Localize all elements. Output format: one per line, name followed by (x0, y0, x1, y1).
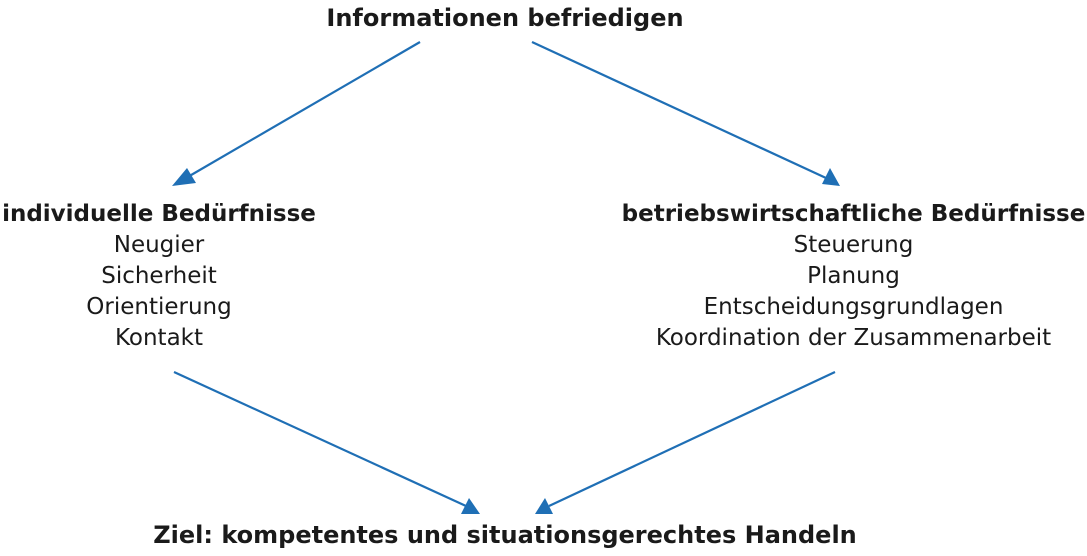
bottom-node-label: Ziel: kompetentes und situationsgerechte… (153, 521, 857, 549)
right-node-item: Planung (807, 263, 900, 289)
arrow-top-to-right (531, 41, 840, 186)
right-node-item: Entscheidungsgrundlagen (703, 294, 1004, 320)
right-node-item: Steuerung (793, 232, 914, 258)
top-node-label: Informationen befriedigen (326, 4, 684, 32)
left-node-item: Sicherheit (101, 263, 217, 289)
arrow-top-to-left (172, 41, 421, 186)
left-node: individuelle Bedürfnisse Neugier Sicherh… (0, 199, 318, 354)
arrow-right-to-bottom (535, 371, 836, 514)
left-node-item: Neugier (113, 232, 205, 258)
right-node: betriebswirtschaftliche Bedürfnisse Steu… (620, 199, 1087, 354)
arrow-left-to-bottom (173, 371, 480, 514)
right-node-item: Koordination der Zusammenarbeit (655, 325, 1052, 351)
right-node-title: betriebswirtschaftliche Bedürfnisse (621, 201, 1086, 227)
left-node-item: Orientierung (86, 294, 232, 320)
left-node-title: individuelle Bedürfnisse (2, 201, 316, 227)
left-node-item: Kontakt (114, 325, 204, 351)
